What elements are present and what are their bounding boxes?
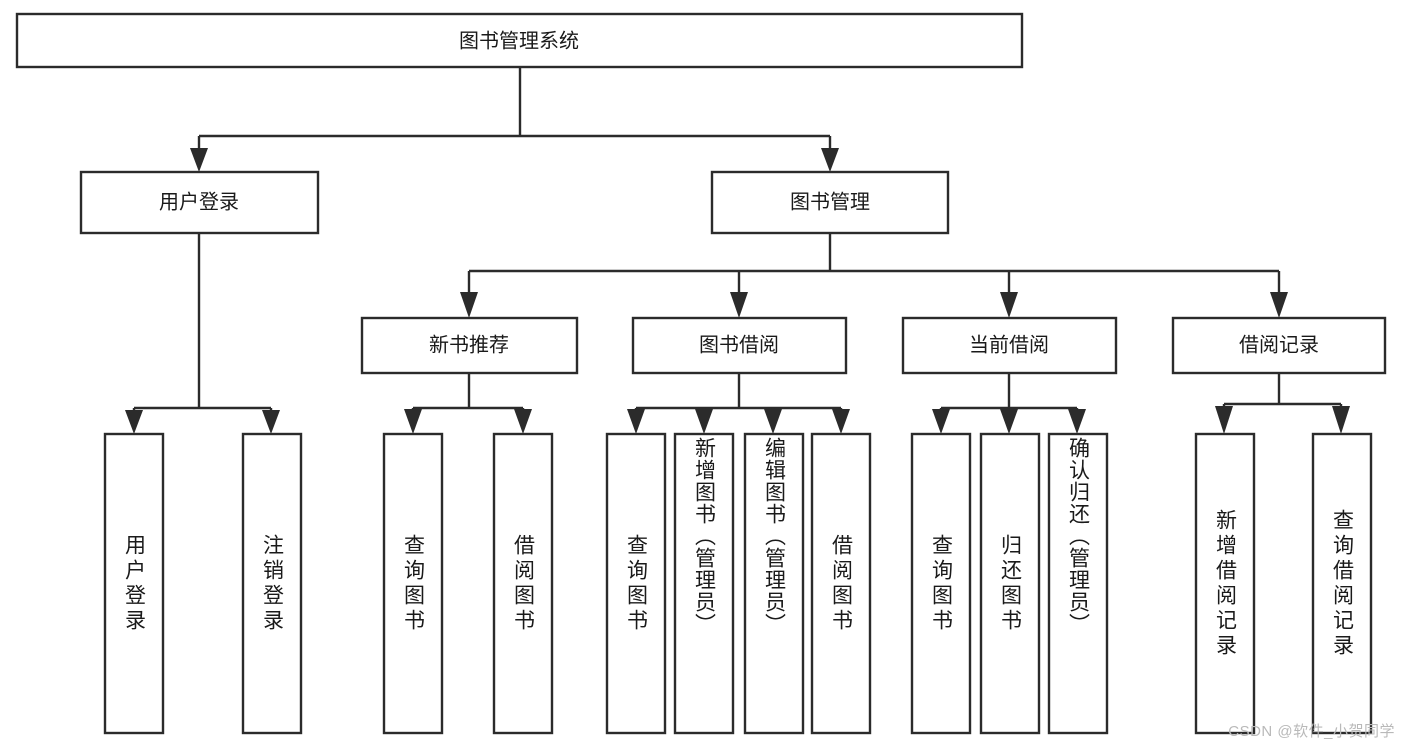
- leaf-add-record[interactable]: 新增借阅记录: [1194, 432, 1256, 735]
- leaf-logout-box[interactable]: [241, 432, 303, 735]
- leaf-borrow-book-rec-label: 借阅图书: [511, 533, 535, 634]
- arrowhead-leaf-logout: [262, 410, 280, 434]
- arrowhead-leaf-add-book: [695, 409, 713, 434]
- arrowhead-bookmanage: [821, 148, 839, 172]
- node-user-login[interactable]: 用户登录: [79, 170, 320, 235]
- leaf-borrow-book[interactable]: 借阅图书: [810, 432, 872, 735]
- node-book-manage[interactable]: 图书管理: [710, 170, 950, 235]
- edge-group-new-book-rec: [404, 373, 532, 434]
- node-new-book-rec-label: 新书推荐: [429, 333, 509, 356]
- node-book-borrow-label: 图书借阅: [699, 333, 779, 356]
- leaf-user-login-label: 用户登录: [122, 533, 146, 634]
- arrowhead-borrow-record: [1270, 292, 1288, 318]
- leaf-query-book-cur-box[interactable]: [910, 432, 972, 735]
- node-new-book-rec[interactable]: 新书推荐: [360, 316, 579, 375]
- leaf-query-book-borrow-box[interactable]: [605, 432, 667, 735]
- leaf-borrow-book-rec-box[interactable]: [492, 432, 554, 735]
- node-user-login-label: 用户登录: [159, 190, 239, 213]
- leaf-query-book-cur[interactable]: 查询图书: [910, 432, 972, 735]
- leaf-confirm-return-label: 确认归还（管理员）: [1066, 437, 1090, 635]
- leaf-query-record[interactable]: 查询借阅记录: [1311, 432, 1373, 735]
- edge-group-root: [190, 67, 839, 172]
- leaf-borrow-book-box[interactable]: [810, 432, 872, 735]
- leaf-logout-label: 注销登录: [260, 533, 284, 634]
- leaf-user-login-box[interactable]: [103, 432, 165, 735]
- leaf-add-book-label: 新增图书（管理员）: [692, 437, 716, 635]
- leaf-borrow-book-rec[interactable]: 借阅图书: [492, 432, 554, 735]
- arrowhead-leaf-borrow-book: [832, 409, 850, 434]
- arrowhead-leaf-user-login: [125, 410, 143, 434]
- arrowhead-userlogin: [190, 148, 208, 172]
- leaf-confirm-return[interactable]: 确认归还（管理员）: [1047, 432, 1109, 735]
- node-current-borrow-box[interactable]: [901, 316, 1118, 375]
- arrowhead-new-book-rec: [460, 292, 478, 318]
- node-root-label: 图书管理系统: [459, 29, 579, 52]
- arrowhead-leaf-query-book-cur: [932, 409, 950, 434]
- leaf-logout[interactable]: 注销登录: [241, 432, 303, 735]
- node-user-login-box[interactable]: [79, 170, 320, 235]
- node-book-manage-box[interactable]: [710, 170, 950, 235]
- node-book-borrow[interactable]: 图书借阅: [631, 316, 848, 375]
- arrowhead-leaf-borrow-book-rec: [514, 409, 532, 434]
- node-borrow-record-label: 借阅记录: [1239, 333, 1319, 356]
- leaf-add-record-box[interactable]: [1194, 432, 1256, 735]
- leaf-edit-book-label: 编辑图书（管理员）: [762, 437, 786, 635]
- leaf-user-login[interactable]: 用户登录: [103, 432, 165, 735]
- node-new-book-rec-box[interactable]: [360, 316, 579, 375]
- edge-group-book-manage: [460, 233, 1288, 318]
- leaf-edit-book-box[interactable]: [743, 432, 805, 735]
- node-root[interactable]: 图书管理系统: [15, 12, 1024, 69]
- leaf-query-book-rec-box[interactable]: [382, 432, 444, 735]
- arrowhead-leaf-return-book: [1000, 409, 1018, 434]
- edge-group-book-borrow: [627, 373, 850, 434]
- leaf-add-record-label: 新增借阅记录: [1213, 508, 1237, 659]
- node-current-borrow-label: 当前借阅: [969, 333, 1049, 356]
- leaf-edit-book[interactable]: 编辑图书（管理员）: [743, 432, 805, 735]
- leaf-query-record-box[interactable]: [1311, 432, 1373, 735]
- arrowhead-leaf-query-record: [1332, 406, 1350, 434]
- leaf-add-book-box[interactable]: [673, 432, 735, 735]
- leaf-query-book-borrow-label: 查询图书: [624, 533, 648, 634]
- leaf-return-book-label: 归还图书: [998, 533, 1022, 634]
- edge-group-borrow-record: [1215, 373, 1350, 434]
- arrowhead-leaf-edit-book: [764, 409, 782, 434]
- node-book-manage-label: 图书管理: [790, 190, 870, 213]
- leaf-query-book-rec-label: 查询图书: [401, 533, 425, 634]
- edge-group-current-borrow: [932, 373, 1086, 434]
- arrowhead-leaf-add-record: [1215, 406, 1233, 434]
- node-current-borrow[interactable]: 当前借阅: [901, 316, 1118, 375]
- leaf-add-book[interactable]: 新增图书（管理员）: [673, 432, 735, 735]
- leaf-query-book-borrow[interactable]: 查询图书: [605, 432, 667, 735]
- arrowhead-leaf-query-book-borrow: [627, 409, 645, 434]
- leaf-query-record-label: 查询借阅记录: [1330, 508, 1354, 659]
- leaf-return-book-box[interactable]: [979, 432, 1041, 735]
- leaf-confirm-return-box[interactable]: [1047, 432, 1109, 735]
- arrowhead-leaf-query-book-rec: [404, 409, 422, 434]
- edge-group-user-login: [125, 233, 280, 434]
- arrowhead-leaf-confirm-return: [1068, 409, 1086, 434]
- arrowhead-current-borrow: [1000, 292, 1018, 318]
- node-borrow-record-box[interactable]: [1171, 316, 1387, 375]
- leaf-return-book[interactable]: 归还图书: [979, 432, 1041, 735]
- leaf-query-book-cur-label: 查询图书: [929, 533, 953, 634]
- node-borrow-record[interactable]: 借阅记录: [1171, 316, 1387, 375]
- leaf-query-book-rec[interactable]: 查询图书: [382, 432, 444, 735]
- node-root-box[interactable]: [15, 12, 1024, 69]
- arrowhead-book-borrow: [730, 292, 748, 318]
- leaf-borrow-book-label: 借阅图书: [829, 533, 853, 634]
- node-book-borrow-box[interactable]: [631, 316, 848, 375]
